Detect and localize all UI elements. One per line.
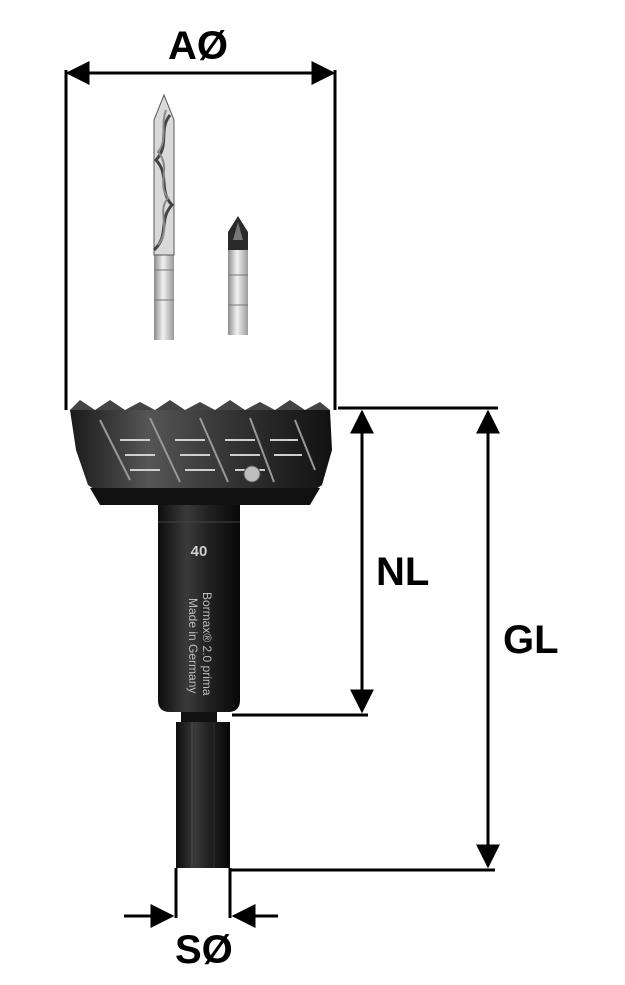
tool-shank (158, 505, 240, 712)
a-diameter-extension-lines (64, 70, 337, 410)
origin-marking: Made in Germany (186, 598, 200, 693)
s-diameter-label: SØ (175, 928, 233, 972)
nl-dimension (232, 406, 498, 717)
a-diameter-label: AØ (168, 24, 228, 68)
brand-marking: Bormax® 2.0 prima (200, 592, 214, 696)
nl-label: NL (376, 550, 430, 594)
gl-dimension (230, 409, 500, 872)
size-marking: 40 (191, 543, 208, 560)
cutting-head (70, 400, 332, 505)
gl-label: GL (503, 618, 559, 662)
spare-centering-tip (228, 216, 248, 335)
s-diameter-dimension (124, 868, 278, 928)
hex-shank (176, 712, 230, 868)
spare-drill-bit (152, 93, 175, 340)
